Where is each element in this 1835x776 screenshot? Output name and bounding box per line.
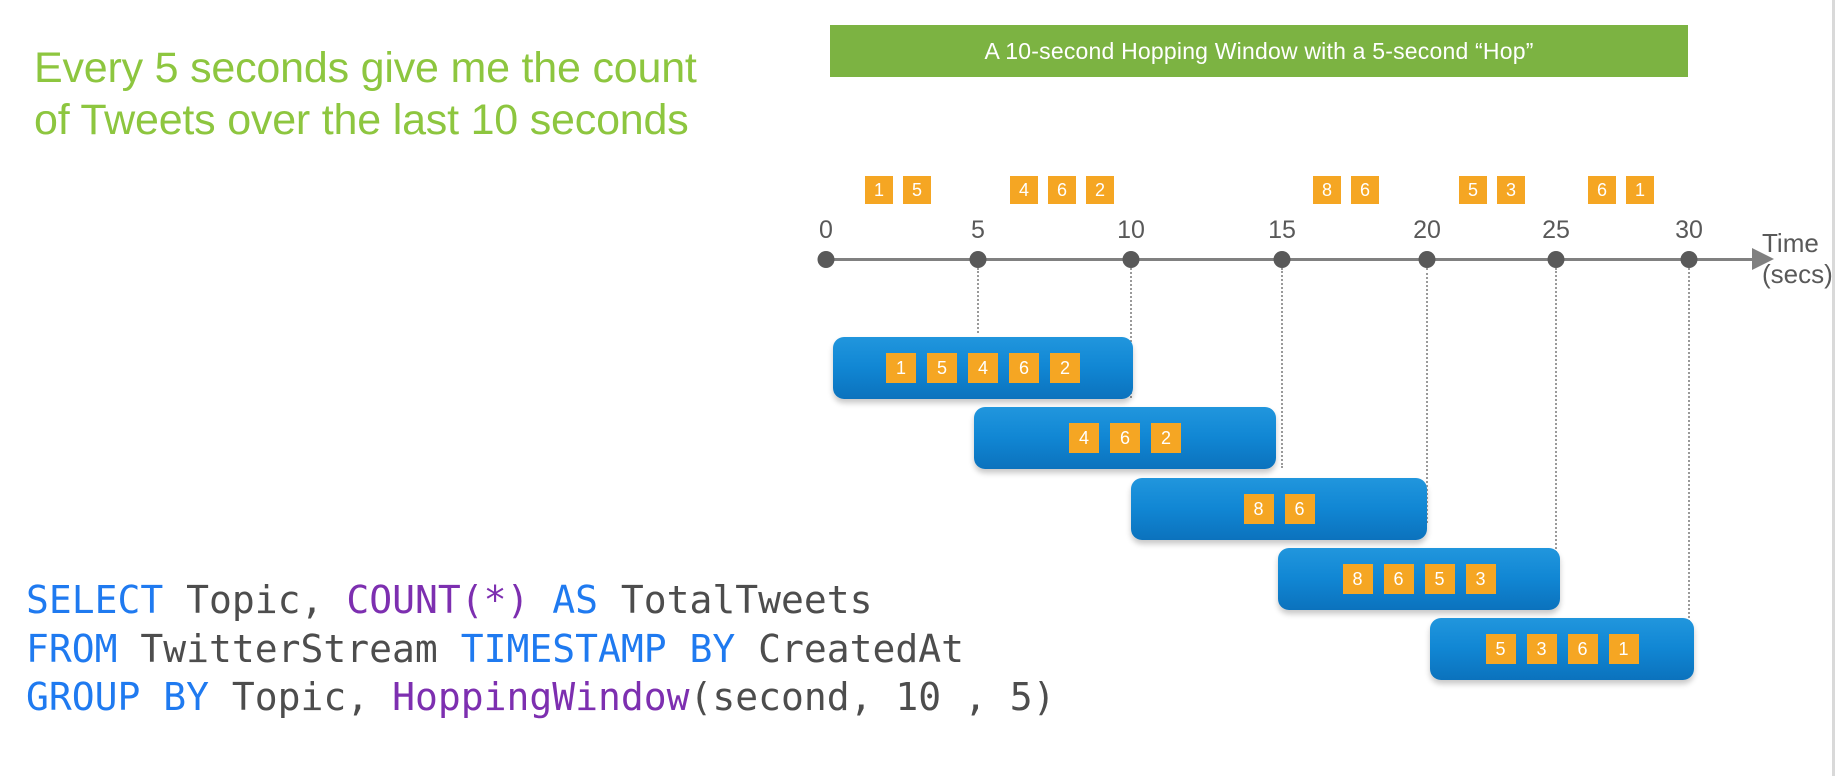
sql-line: SELECT Topic, COUNT(*) AS TotalTweets [26, 576, 1056, 625]
axis-tick-label: 30 [1675, 216, 1703, 244]
sql-token [529, 578, 552, 622]
axis-guide-line [1688, 268, 1690, 658]
banner-label: A 10-second Hopping Window with a 5-seco… [984, 37, 1534, 64]
timeline-event-tile: 5 [1459, 176, 1487, 204]
axis-tick-label: 15 [1268, 216, 1296, 244]
timeline-event-tile: 4 [1010, 176, 1038, 204]
axis-guide-line [977, 268, 979, 333]
sql-token: Topic, [209, 675, 393, 720]
axis-tick-dot [1547, 251, 1565, 268]
axis-tick-dot [1680, 251, 1698, 268]
axis-guide-line [1281, 268, 1283, 468]
timeline-event-tile: 8 [1313, 176, 1341, 204]
timeline-event-tile: 1 [1626, 176, 1654, 204]
axis-tick-dot [817, 251, 835, 268]
sql-token: TIMESTAMP BY [460, 626, 736, 671]
sql-token: FROM [26, 626, 118, 671]
sql-token: HoppingWindow [392, 675, 690, 720]
sql-token: (second, 10 , 5) [689, 675, 1056, 720]
sql-line: FROM TwitterStream TIMESTAMP BY CreatedA… [26, 625, 1056, 674]
window-event-tile: 2 [1151, 423, 1181, 453]
window-event-tile: 2 [1050, 353, 1080, 383]
window-event-tile: 8 [1342, 564, 1373, 594]
axis-tick-label: 10 [1117, 216, 1145, 244]
sql-token: TwitterStream [117, 626, 461, 671]
window-event-tile: 8 [1243, 494, 1274, 524]
sql-token: Topic, [163, 578, 347, 622]
timeline-event-tile: 6 [1048, 176, 1076, 204]
sql-token: AS [552, 578, 598, 622]
axis-tick-dot [969, 251, 987, 268]
sql-token: TotalTweets [598, 578, 873, 622]
axis-tick-label: 20 [1413, 216, 1441, 244]
timeline-event-tile: 5 [903, 176, 931, 204]
timeline-event-tile: 3 [1497, 176, 1525, 204]
window-event-tile: 5 [1424, 564, 1455, 594]
timeline-event-tile: 1 [865, 176, 893, 204]
axis-tick-label: 0 [819, 216, 833, 244]
sql-token: SELECT [26, 578, 164, 622]
window-event-tile: 6 [1110, 423, 1140, 453]
banner-title: A 10-second Hopping Window with a 5-seco… [830, 25, 1688, 77]
window-event-tile: 5 [1485, 634, 1516, 664]
timeline-event-tile: 6 [1588, 176, 1616, 204]
window-event-tile: 4 [1069, 423, 1099, 453]
axis-tick-label: 5 [971, 216, 985, 244]
timeline-event-tile: 6 [1351, 176, 1379, 204]
axis-tick-dot [1273, 251, 1291, 268]
time-axis-arrow-icon [1752, 248, 1774, 270]
window-event-tile: 5 [927, 353, 957, 383]
window-event-tile: 6 [1567, 634, 1598, 664]
sql-token: CreatedAt [735, 626, 965, 671]
sql-token: GROUP BY [26, 675, 210, 720]
axis-guide-line [1555, 268, 1557, 593]
sql-line: GROUP BY Topic, HoppingWindow(second, 10… [26, 673, 1056, 722]
time-axis-line [826, 258, 1754, 261]
page-title: Every 5 seconds give me the count of Twe… [34, 44, 697, 145]
window-event-tile: 3 [1465, 564, 1496, 594]
axis-tick-dot [1122, 251, 1140, 268]
window-event-tile: 6 [1284, 494, 1315, 524]
window-event-tile: 1 [1608, 634, 1639, 664]
sql-token: COUNT(*) [346, 578, 530, 622]
window-event-tile: 6 [1383, 564, 1414, 594]
timeline-event-tile: 2 [1086, 176, 1114, 204]
axis-tick-dot [1418, 251, 1436, 268]
window-event-tile: 6 [1009, 353, 1039, 383]
window-event-tile: 1 [886, 353, 916, 383]
time-axis-label: Time (secs) [1762, 228, 1833, 289]
window-event-tile: 3 [1526, 634, 1557, 664]
window-event-tile: 4 [968, 353, 998, 383]
axis-tick-label: 25 [1542, 216, 1570, 244]
